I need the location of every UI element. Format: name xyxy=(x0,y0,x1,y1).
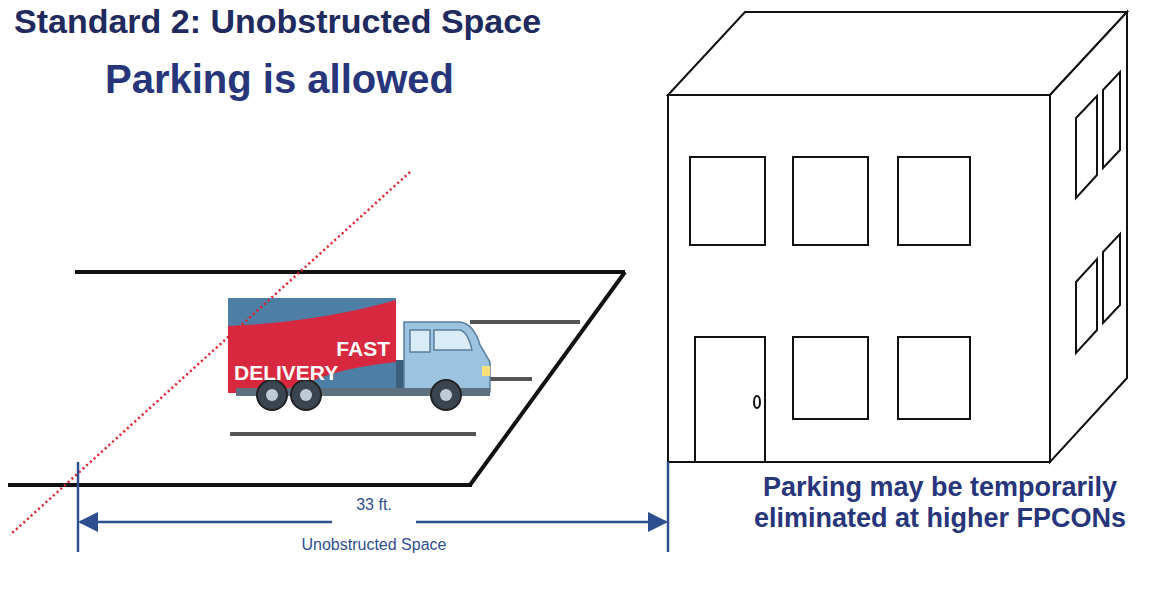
dimension-label: Unobstructed Space xyxy=(302,536,447,554)
delivery-truck xyxy=(228,298,490,410)
parking-lot xyxy=(8,272,625,485)
note-text: Parking may be temporarily eliminated at… xyxy=(725,472,1155,534)
truck-lettering: FAST xyxy=(336,337,390,361)
building xyxy=(668,12,1127,462)
page-title: Standard 2: Unobstructed Space xyxy=(14,2,541,41)
standoff-line xyxy=(10,172,410,535)
heading-note: Parking is allowed xyxy=(105,56,454,102)
truck-lettering: DELIVERY xyxy=(234,361,338,385)
dimension-value: 33 ft. xyxy=(356,496,392,514)
